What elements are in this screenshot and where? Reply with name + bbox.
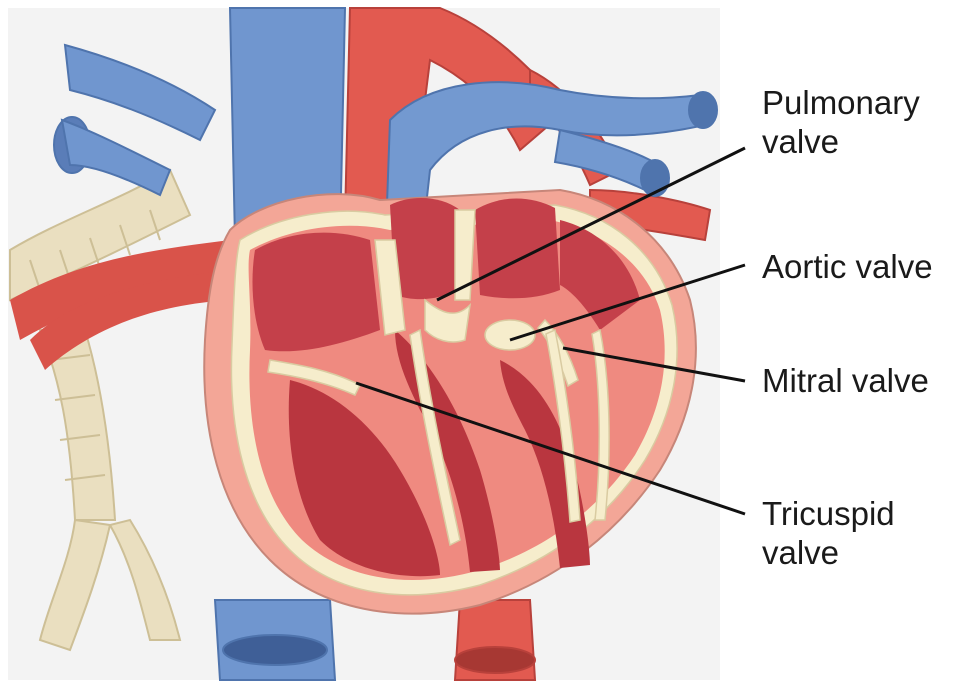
pulmonary-valve-label-line2: valve <box>762 122 920 161</box>
mitral-valve-label-text: Mitral valve <box>762 361 929 400</box>
aortic-valve-label: Aortic valve <box>762 247 933 286</box>
pulmonary-valve-label: Pulmonary valve <box>762 83 920 161</box>
tricuspid-valve-label-line2: valve <box>762 533 895 572</box>
pulmonary-valve-label-line1: Pulmonary <box>762 83 920 122</box>
tricuspid-valve-label-line1: Tricuspid <box>762 494 895 533</box>
aortic-valve-label-text: Aortic valve <box>762 247 933 286</box>
mitral-valve-label: Mitral valve <box>762 361 929 400</box>
tricuspid-valve-label: Tricuspid valve <box>762 494 895 572</box>
